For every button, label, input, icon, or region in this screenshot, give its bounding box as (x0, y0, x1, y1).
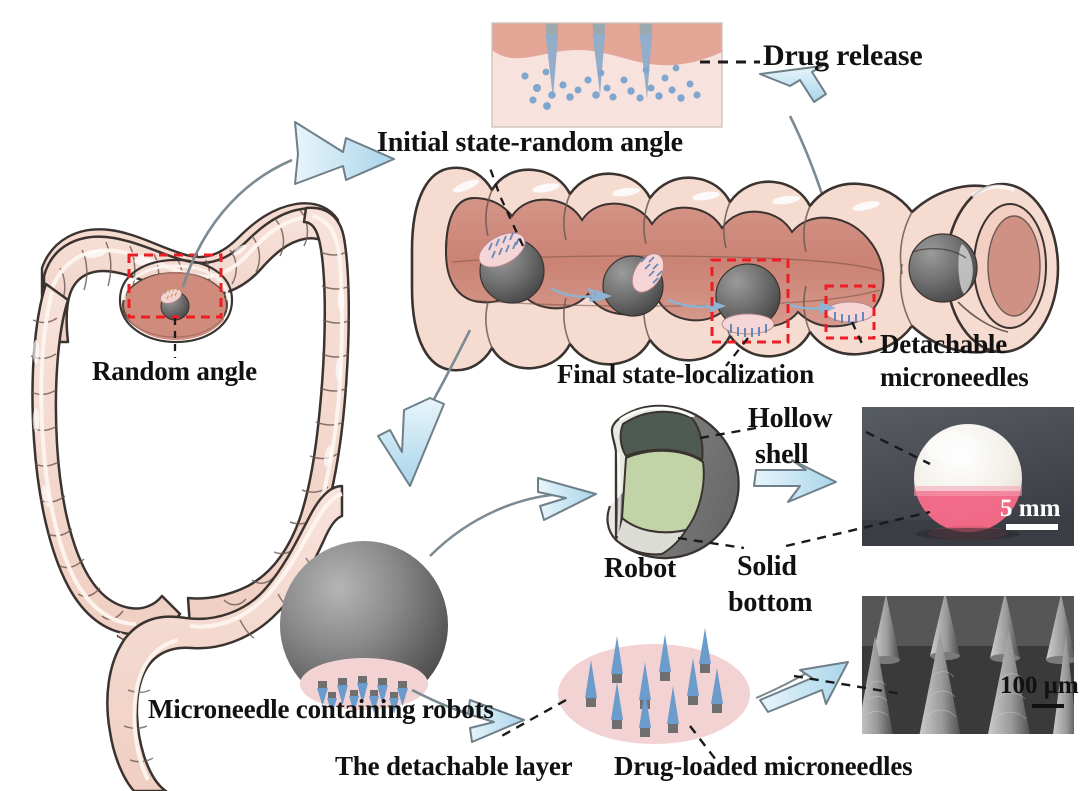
initial-state-leader (488, 167, 525, 247)
label-final-state: Final state-localization (557, 359, 814, 389)
arrow-sphere-to-robot (429, 477, 597, 557)
label-hollow-shell-line2: shell (755, 439, 809, 470)
sem-photo (793, 596, 1074, 734)
scale-bar-robot-photo: 5 mm (1000, 495, 1061, 522)
solid-bottom-leader-left (677, 536, 745, 550)
label-drug-loaded-microneedles: Drug-loaded microneedles (614, 751, 913, 781)
arrow-colon-to-tube (181, 121, 395, 288)
detachable-leader (850, 321, 866, 349)
arrow-layer-to-sem (755, 661, 849, 713)
sphere-microneedles (317, 676, 408, 714)
robot-released (908, 233, 978, 303)
colon-inset-red-box (127, 253, 223, 319)
arrow-robot-to-photo (753, 459, 837, 503)
intestine-tube (410, 166, 1060, 372)
label-initial-state: Initial state-random angle (377, 127, 683, 158)
label-detachable-microneedles-line2: microneedles (880, 362, 1029, 392)
label-hollow-shell-line1: Hollow (748, 403, 833, 434)
detachable-layer-leader (497, 698, 567, 740)
drug-release-panel (491, 22, 760, 128)
label-microneedle-containing-robots: Microneedle containing robots (148, 694, 494, 724)
colon-illustration (30, 202, 351, 791)
label-detachable-microneedles-line1: Detachable (880, 329, 1007, 359)
final-state-red-box (710, 258, 790, 344)
hollow-shell-leader-right (865, 430, 931, 466)
sem-cones (862, 596, 1074, 734)
layer-microneedles (585, 628, 723, 737)
label-robot: Robot (604, 553, 677, 584)
arrow-tube-to-sphere (377, 329, 472, 487)
detachable-layer-ellipse (497, 628, 750, 761)
robot-photo (785, 407, 1074, 548)
descending-colon (30, 282, 182, 647)
arrow-sphere-to-layer (411, 688, 525, 743)
robot-initial-state (478, 232, 545, 304)
label-solid-bottom-line2: bottom (728, 587, 813, 618)
scale-bar-sem: 100 μm (1000, 672, 1079, 699)
drug-loaded-leader-left (689, 725, 717, 761)
robot-rotating (602, 253, 665, 317)
microneedle-containing-robot (280, 541, 448, 714)
drug-release-needles (545, 23, 653, 98)
drug-loaded-leader-right (793, 674, 903, 696)
colon-cross-section-inset (118, 253, 234, 358)
robot-final-state (715, 263, 781, 337)
label-solid-bottom-line1: Solid (737, 551, 797, 582)
drug-particles (521, 64, 701, 110)
detached-microneedle-patch (825, 301, 875, 324)
label-random-angle: Random angle (92, 356, 257, 386)
label-drug-release: Drug release (763, 39, 923, 72)
label-detachable-layer: The detachable layer (335, 751, 573, 781)
robot-cutaway-schematic (606, 404, 757, 560)
final-state-leader (725, 337, 749, 367)
solid-bottom-leader-right (785, 510, 931, 548)
detachable-microneedles-red-box (824, 284, 876, 340)
